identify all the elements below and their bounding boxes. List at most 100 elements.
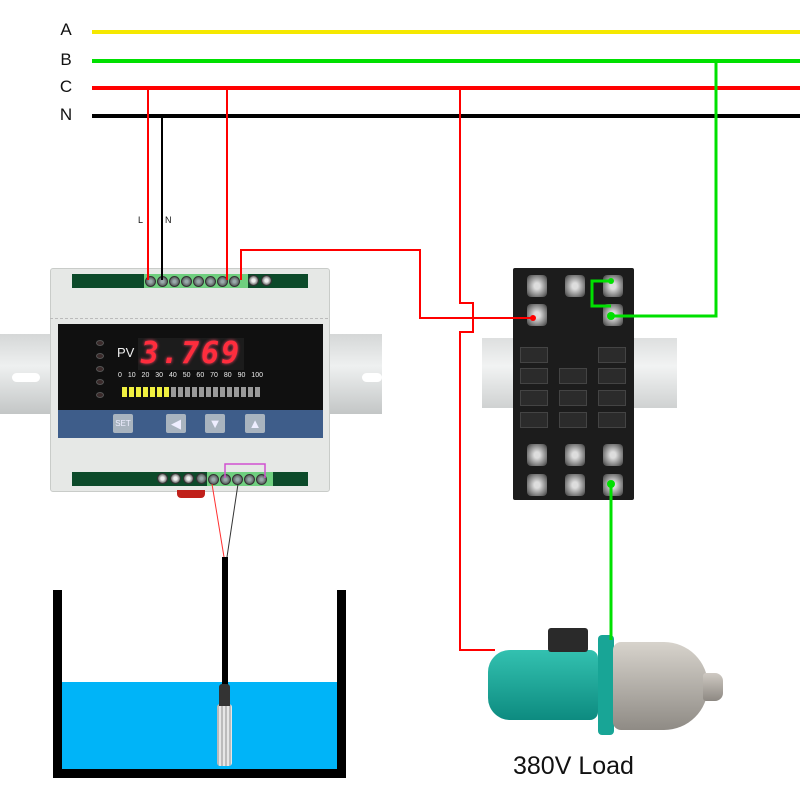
phase-label-b: B: [60, 50, 72, 69]
status-led: [96, 340, 104, 346]
scale-tick: 50: [182, 372, 191, 379]
bargraph-segment: [150, 387, 155, 397]
bargraph-segment: [213, 387, 218, 397]
scale-tick: 100: [251, 372, 263, 379]
pv-label: PV: [117, 345, 135, 360]
status-led: [96, 366, 104, 372]
pump-junction-box: [548, 628, 588, 652]
pv-display-value: 3.769: [138, 338, 244, 370]
relay-terminal: [565, 275, 585, 297]
relay-pin-slot: [520, 412, 548, 428]
rail-slot: [362, 373, 382, 382]
terminal-screw: [208, 473, 219, 485]
controller-ridge: [50, 300, 328, 319]
relay-terminal: [527, 474, 547, 496]
top-round-terminals: [248, 275, 272, 286]
terminal-screw: [157, 473, 168, 484]
din-clip: [177, 490, 205, 498]
relay-pin-slot: [598, 368, 626, 384]
scale-tick: 60: [196, 372, 205, 379]
bargraph-segment: [122, 387, 127, 397]
bargraph-segment: [192, 387, 197, 397]
bargraph-segment: [241, 387, 246, 397]
terminal-screw: [169, 275, 180, 287]
sensor-red-lead: [211, 483, 225, 558]
terminal-screw: [261, 275, 272, 286]
relay-coil-terminal-dot: [530, 315, 536, 321]
bargraph-segment: [206, 387, 211, 397]
relay-terminal: [527, 444, 547, 466]
sensor-neck: [219, 684, 230, 706]
terminal-screw: [196, 473, 207, 484]
level-sensor: [217, 704, 232, 766]
terminal-screw: [217, 275, 228, 287]
relay-coil-wire: [240, 249, 533, 319]
status-led: [96, 353, 104, 359]
bargraph-segment: [171, 387, 176, 397]
scale-tick: 70: [210, 372, 218, 379]
set-button[interactable]: SET: [113, 414, 133, 433]
pump-flange: [598, 635, 614, 735]
bargraph-segment: [143, 387, 148, 397]
bargraph-segment: [220, 387, 225, 397]
scale-tick: 0: [118, 372, 122, 379]
pump-motor: [488, 650, 598, 720]
terminal-screw: [256, 473, 267, 485]
bargraph-segment: [136, 387, 141, 397]
relay-pin-slot: [520, 368, 548, 384]
up-button[interactable]: ▲: [245, 414, 265, 433]
water: [62, 682, 337, 770]
relay-pin-slot: [559, 412, 587, 428]
scale-tick: 40: [168, 372, 177, 379]
relay-pin-slot: [598, 412, 626, 428]
relay-output-dot: [607, 480, 615, 488]
terminal-screw: [183, 473, 194, 484]
scale-tick: 20: [141, 372, 150, 379]
left-button[interactable]: ◀: [166, 414, 186, 433]
relay-pin-slot: [559, 390, 587, 406]
terminal-screw: [229, 275, 240, 287]
scale-tick: 30: [155, 372, 164, 379]
scale-tick: 90: [237, 372, 246, 379]
terminal-screw: [248, 275, 259, 286]
relay-jumper-wire: [590, 279, 611, 308]
bargraph-segment: [164, 387, 169, 397]
scale-tick: 10: [127, 372, 136, 379]
button-bar: [58, 410, 323, 438]
tank-right-wall: [337, 590, 346, 778]
down-button[interactable]: ▼: [205, 414, 225, 433]
bargraph-segment: [185, 387, 190, 397]
bargraph-segment: [157, 387, 162, 397]
status-led: [96, 392, 104, 398]
terminal-screw: [145, 275, 156, 287]
relay-terminal: [565, 474, 585, 496]
tank-bottom: [53, 769, 346, 778]
bargraph-segment: [248, 387, 253, 397]
terminal-screw: [170, 473, 181, 484]
terminal-screw: [205, 275, 216, 287]
status-leds: [96, 340, 104, 398]
scale-tick: 80: [223, 372, 232, 379]
terminal-screw: [244, 473, 255, 485]
sensor-black-lead: [226, 483, 239, 558]
pump-housing: [613, 642, 708, 730]
load-label: 380V Load: [513, 752, 634, 780]
neutral-wire-label: N: [165, 215, 172, 225]
relay-terminal: [527, 275, 547, 297]
phase-b-to-relay-wire: [611, 61, 718, 318]
terminal-screw: [181, 275, 192, 287]
bargraph-scale: 0 10 20 30 40 50 60 70 80 90 100: [118, 372, 263, 379]
phase-label-c: C: [59, 77, 73, 96]
bargraph-segment: [255, 387, 260, 397]
rail-slot: [12, 373, 40, 382]
sensor-cable: [222, 557, 228, 687]
status-led: [96, 379, 104, 385]
phase-label-n: N: [59, 105, 73, 124]
relay-pin-slot: [598, 347, 626, 363]
tank-left-wall: [53, 590, 62, 778]
terminal-screw: [193, 275, 204, 287]
bargraph-segment: [129, 387, 134, 397]
relay-pin-slot: [559, 368, 587, 384]
bargraph-segment: [234, 387, 239, 397]
